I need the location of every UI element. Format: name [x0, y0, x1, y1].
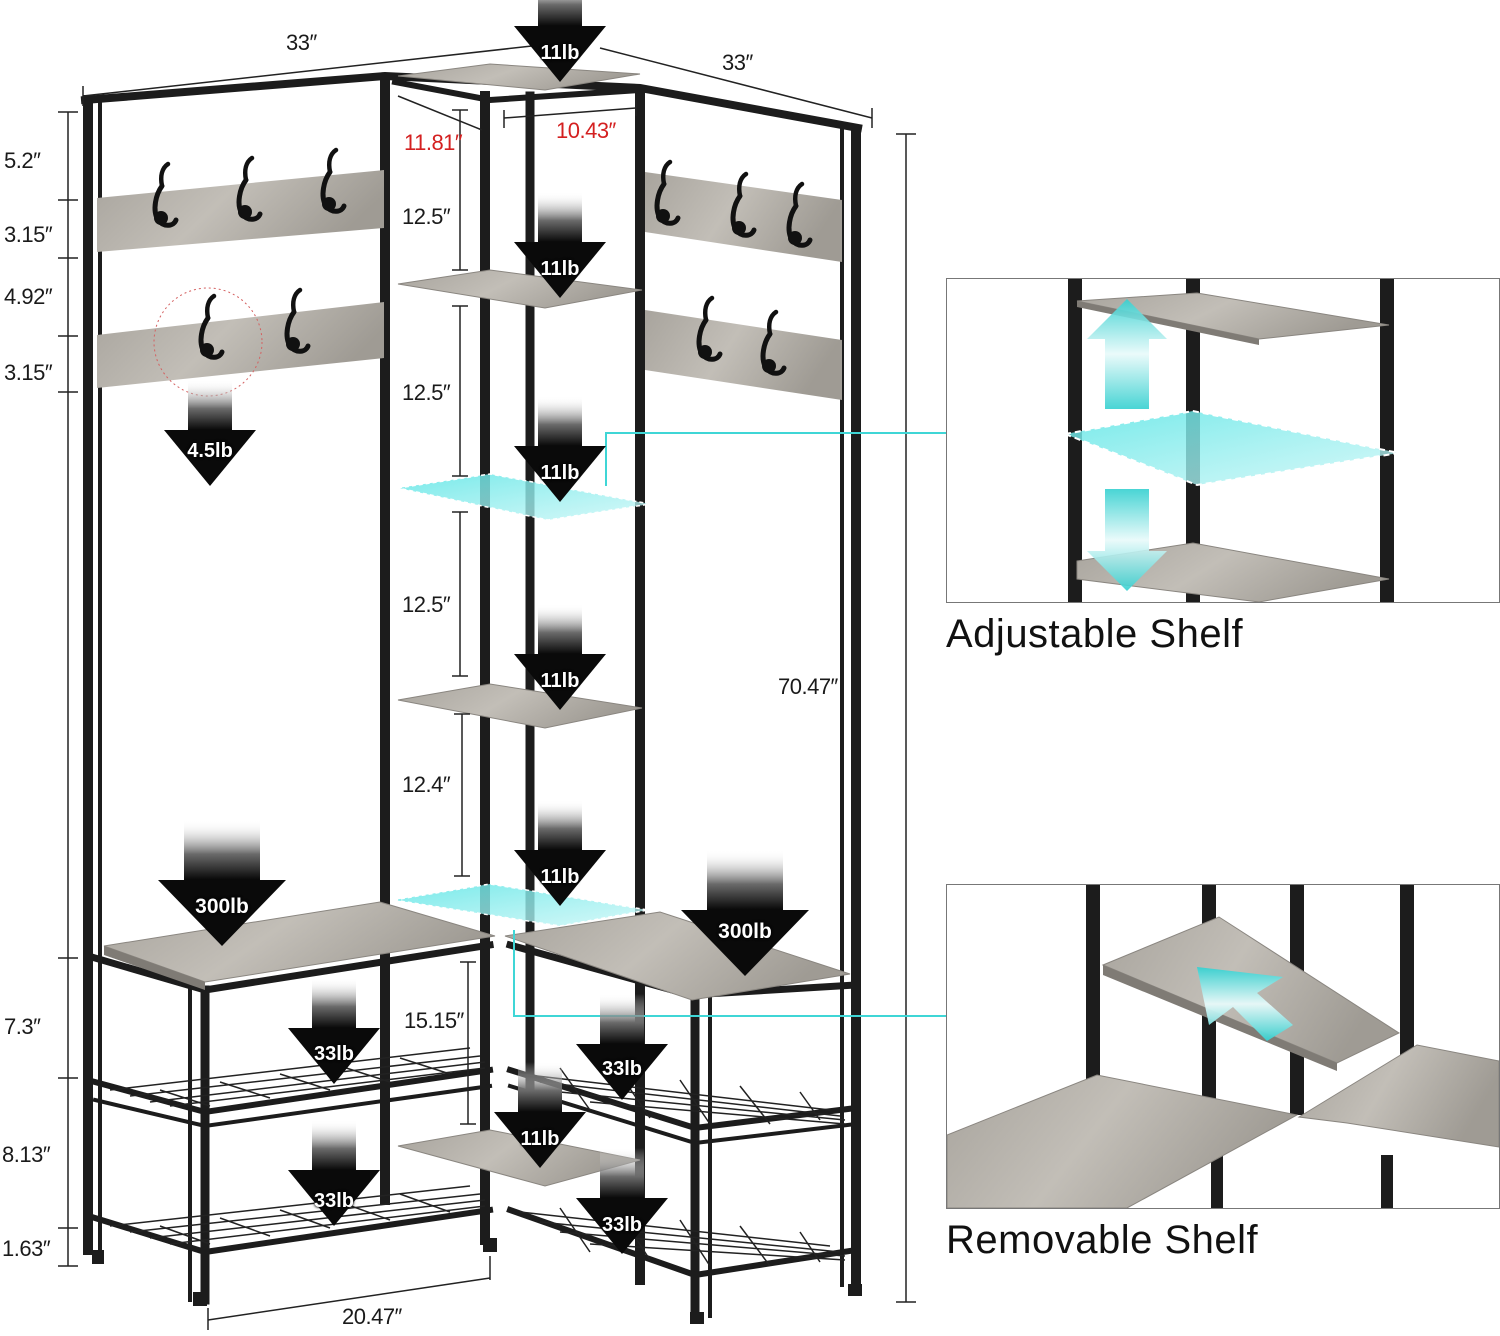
weight-shelf-top: 11lb: [540, 42, 580, 64]
removable-shelf-detail: [947, 885, 1499, 1208]
dim-bench-gap: 15.15″: [404, 1008, 464, 1033]
dim-hook-rail-upper: 3.15″: [4, 222, 53, 247]
bench-tops: [103, 901, 851, 1001]
dim-shelf-gap-3: 12.5″: [402, 592, 451, 617]
adjustable-shelf-caption: Adjustable Shelf: [946, 612, 1244, 656]
weight-shelf-low: 11lb: [520, 1128, 560, 1150]
dim-base-width: 20.47″: [342, 1304, 402, 1329]
weight-rack-upper-right: 33lb: [601, 1058, 643, 1080]
removable-shelf-highlight: [393, 883, 649, 927]
corner-shelves: [393, 63, 651, 1187]
weight-rack-lower-right: 33lb: [601, 1214, 643, 1236]
dim-shoe-rack-gap: 8.13″: [2, 1142, 51, 1167]
adjustable-shelf-inset: [946, 278, 1500, 603]
dim-bench-height: 7.3″: [4, 1014, 41, 1039]
weight-hook: 4.5lb: [187, 440, 233, 462]
dim-hook-rail-lower: 3.15″: [4, 360, 53, 385]
weight-shelf-3: 11lb: [540, 462, 580, 484]
dim-hook-gap-mid: 4.92″: [4, 284, 53, 309]
removable-shelf-inset: [946, 884, 1500, 1209]
hook-rails: [97, 170, 842, 400]
adjustable-shelf-highlight: [397, 473, 651, 521]
dim-hook-gap-top: 5.2″: [4, 148, 41, 173]
dim-top-shelf-depth: 11.81″: [404, 130, 463, 155]
dim-top-shelf-width: 10.43″: [556, 118, 616, 143]
weight-rack-upper-left: 33lb: [313, 1043, 355, 1065]
shoe-rack-mesh: [109, 1047, 846, 1267]
weight-rack-lower-left: 33lb: [313, 1190, 355, 1212]
dim-shelf-gap-2: 12.5″: [402, 380, 451, 405]
dim-top-right-width: 33″: [722, 50, 753, 75]
dim-shelf-gap-1: 12.5″: [402, 204, 451, 229]
removable-shelf-caption: Removable Shelf: [946, 1218, 1259, 1262]
hook-highlight-circle: [153, 287, 263, 397]
weight-shelf-4: 11lb: [540, 670, 580, 692]
dim-shelf-gap-4: 12.4″: [402, 772, 451, 797]
dim-top-left-width: 33″: [286, 30, 317, 55]
adjustable-shelf-detail: [1061, 279, 1400, 602]
weight-shelf-5: 11lb: [540, 866, 580, 888]
weight-bench-left: 300lb: [195, 895, 249, 918]
weight-bench-right: 300lb: [718, 920, 772, 943]
weight-shelf-2: 11lb: [540, 258, 580, 280]
callout-connectors: [513, 432, 946, 1017]
dim-total-height: 70.47″: [778, 674, 838, 699]
dim-foot-height: 1.63″: [2, 1236, 51, 1261]
dimension-lines: [58, 38, 916, 1330]
